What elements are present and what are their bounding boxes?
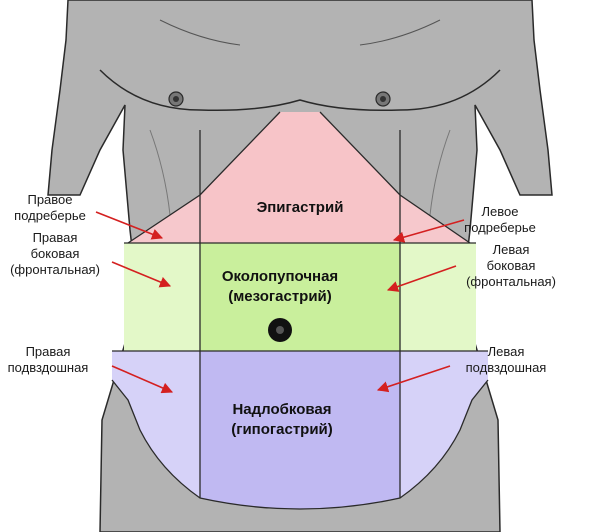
label-right-iliac-line1: Правая [26,344,71,359]
region-epigastric [200,112,400,243]
region-right-iliac [112,351,200,498]
arrow-left-iliac [376,365,451,393]
clavicle-line-right [359,19,441,46]
lower-abdomen-contour [111,379,489,510]
label-right-hypochondrium-line1: Правое [27,192,72,207]
label-left-lateral-line3: (фронтальная) [466,274,556,289]
arrow-right-iliac [111,365,174,394]
label-right-lateral-line2: боковая [31,246,80,261]
label-left-iliac-line1: Левая [488,344,525,359]
rib-line [149,129,171,216]
navel-icon [268,318,292,342]
label-umbilical-line1: Околопупочная [222,268,338,285]
clavicle-line-left [159,19,241,46]
label-right-lateral-line1: Правая [33,230,78,245]
nipple-icon [375,91,391,107]
label-left-hypochondrium-line1: Левое [482,204,519,219]
label-left-iliac-line2: подвздошная [466,360,547,375]
label-right-iliac-line2: подвздошная [8,360,89,375]
arrow-right-lateral [111,261,172,288]
arrow-left-hypochondrium [392,219,465,243]
costal-margin [127,111,471,244]
label-hypogastric-line2: (гипогастрий) [231,421,333,438]
label-left-lateral-line1: Левая [493,242,530,257]
arrow-left-lateral [386,265,457,292]
label-left-lateral-line2: боковая [487,258,536,273]
label-hypogastric-line1: Надлобковая [232,401,331,418]
label-right-lateral-line3: (фронтальная) [10,262,100,277]
arrow-right-hypochondrium [95,211,164,240]
nipple-icon [168,91,184,107]
chest-contour [99,69,501,112]
region-left-iliac [400,351,488,498]
region-hypogastric [200,351,400,509]
label-epigastric: Эпигастрий [257,199,344,216]
rib-line [429,129,451,216]
region-umbilical [200,243,400,351]
label-left-hypochondrium-line2: подреберье [464,220,536,235]
region-right-lateral [124,243,200,351]
region-left-lateral [400,243,476,351]
label-right-hypochondrium-line2: подреберье [14,208,86,223]
label-umbilical-line2: (мезогастрий) [228,288,332,305]
